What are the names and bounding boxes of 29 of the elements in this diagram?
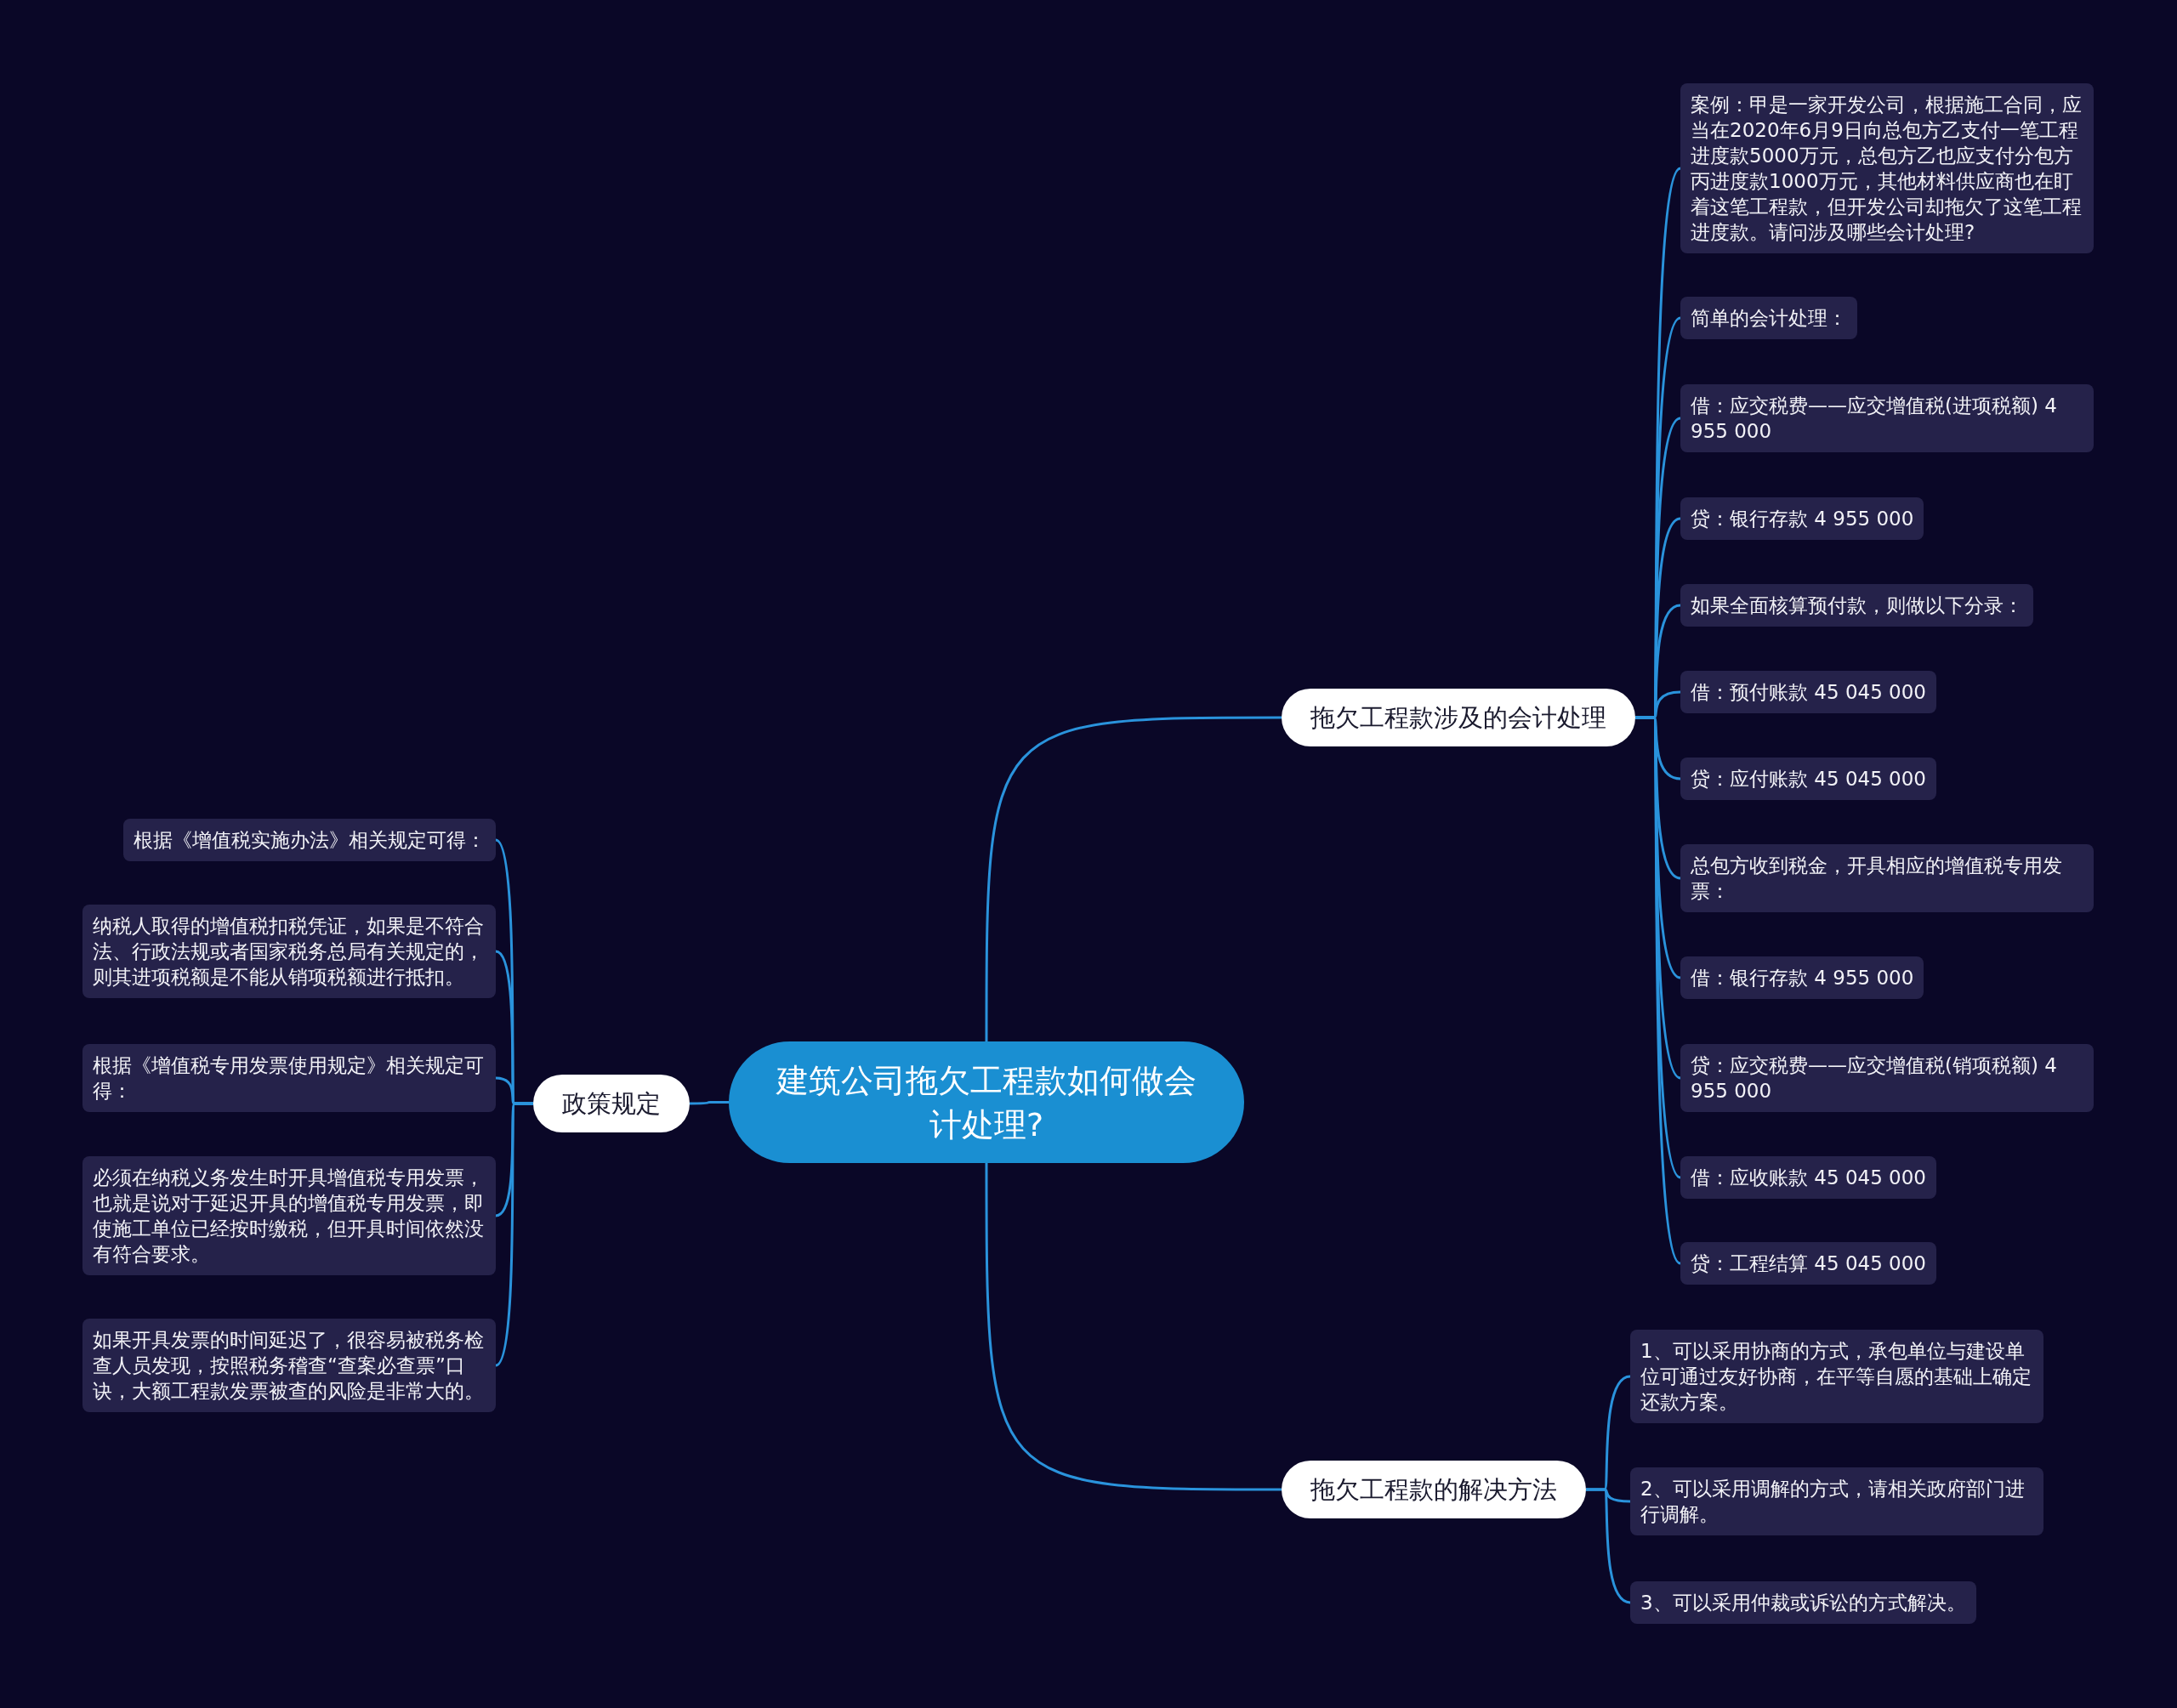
note-box: 1、可以采用协商的方式，承包单位与建设单位可通过友好协商，在平等自愿的基础上确定还款方案。 — [1630, 1330, 2043, 1423]
note-box: 贷：应交税费——应交增值税(销项税额) 4 955 000 — [1680, 1044, 2094, 1112]
note-box: 如果开具发票的时间延迟了，很容易被税务检查人员发现，按照税务稽查“查案必查票”口诀，大额工程款发票被查的风险是非常大的。 — [82, 1319, 496, 1412]
topic-box: 拖欠工程款的解决方法 — [1282, 1461, 1586, 1518]
connector-line — [690, 1101, 729, 1105]
note-box: 总包方收到税金，开具相应的增值税专用发票： — [1680, 844, 2094, 912]
connector-line — [494, 1102, 533, 1367]
note-box: 根据《增值税专用发票使用规定》相关规定可得： — [82, 1044, 496, 1112]
note-box: 借：应交税费——应交增值税(进项税额) 4 955 000 — [1680, 384, 2094, 452]
topic-box: 拖欠工程款涉及的会计处理 — [1282, 689, 1635, 746]
note-box: 贷：银行存款 4 955 000 — [1680, 497, 1924, 540]
note-box: 贷：工程结算 45 045 000 — [1680, 1242, 1936, 1285]
note-box: 借：预付账款 45 045 000 — [1680, 671, 1936, 713]
note-box: 纳税人取得的增值税扣税凭证，如果是不符合法、行政法规或者国家税务总局有关规定的，则其进项税额是不能从销项税额进行抵扣。 — [82, 905, 496, 998]
note-box: 3、可以采用仲裁或诉讼的方式解决。 — [1630, 1581, 1976, 1624]
note-box: 贷：应付账款 45 045 000 — [1680, 758, 1936, 800]
note-box: 借：银行存款 4 955 000 — [1680, 956, 1924, 999]
connector-line — [1586, 1488, 1631, 1604]
central-topic: 建筑公司拖欠工程款如何做会计处理? — [729, 1041, 1244, 1163]
connector-line — [985, 1163, 1282, 1491]
note-box: 案例：甲是一家开发公司，根据施工合同，应当在2020年6月9日向总包方乙支付一笔工程进度款5000万元，总包方乙也应支付分包方丙进度款1000万元，其他材料供应商也在盯着这笔工程款，但开发公司却拖欠了这笔工程进度款。请问涉及哪些会计处理? — [1680, 83, 2094, 253]
connector-line — [985, 716, 1282, 1041]
note-box: 如果全面核算预付款，则做以下分录： — [1680, 584, 2033, 627]
note-box: 2、可以采用调解的方式，请相关政府部门进行调解。 — [1630, 1467, 2043, 1535]
note-box: 根据《增值税实施办法》相关规定可得： — [123, 819, 496, 861]
topic-box: 政策规定 — [533, 1075, 690, 1132]
note-box: 必须在纳税义务发生时开具增值税专用发票，也就是说对于延迟开具的增值税专用发票，即使施工单位已经按时缴税，但开具时间依然没有符合要求。 — [82, 1156, 496, 1275]
note-box: 简单的会计处理： — [1680, 297, 1857, 339]
note-box: 借：应收账款 45 045 000 — [1680, 1156, 1936, 1199]
